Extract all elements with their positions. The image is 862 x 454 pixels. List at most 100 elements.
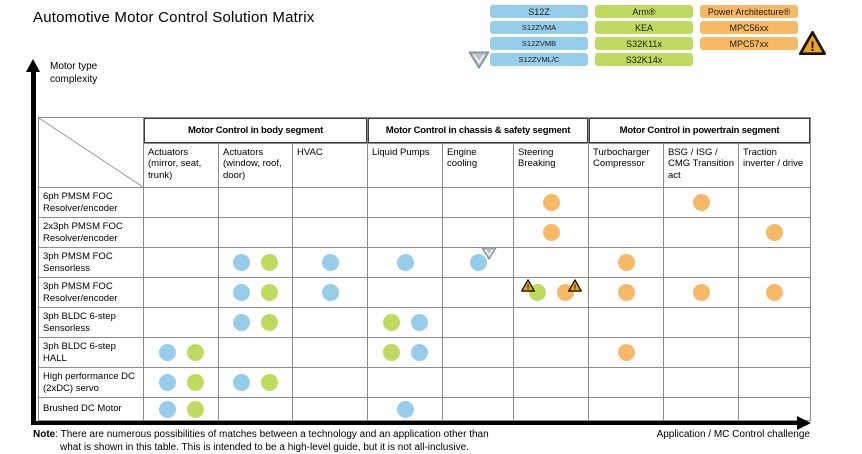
matrix-cell [219, 248, 293, 278]
matrix-cell [589, 308, 664, 338]
green-dot [261, 284, 278, 301]
svg-text:!: ! [526, 285, 528, 292]
matrix-cell [144, 338, 219, 368]
matrix-cell [514, 368, 589, 398]
blue-dot [321, 254, 339, 271]
matrix-cell [293, 188, 368, 218]
column-header: Actuators (mirror, seat, trunk) [144, 144, 219, 188]
blue-dot [158, 374, 176, 391]
column-header: Steering Breaking [514, 144, 589, 188]
dot-group [443, 247, 513, 277]
matrix-cell [144, 218, 219, 248]
page-title: Automotive Motor Control Solution Matrix [33, 9, 315, 26]
dot-group [144, 338, 218, 367]
green-dot [186, 344, 204, 361]
matrix-cell [368, 218, 443, 248]
matrix-cell [664, 188, 739, 218]
legend-item: S12Z [490, 5, 588, 18]
legend-item: MPC56xx [700, 21, 798, 34]
legend-item: MPC57xx [700, 37, 798, 50]
blue-dot [233, 374, 250, 391]
segment-header-0: Motor Control in body segment [144, 118, 368, 144]
legend-item: Arm® [595, 5, 693, 18]
y-axis-line [31, 72, 36, 424]
legend-item: S12ZVMB [490, 37, 588, 50]
matrix-cell [589, 338, 664, 368]
matrix-cell [514, 308, 589, 338]
column-header: Traction inverter / drive [739, 144, 811, 188]
dot-group [144, 368, 218, 397]
matrix-cell [589, 188, 664, 218]
matrix-cell [443, 368, 514, 398]
matrix-cell [589, 218, 664, 248]
matrix-cell [219, 398, 293, 421]
row-label: 3ph BLDC 6-step HALL [39, 338, 144, 368]
blue-dot [469, 247, 496, 271]
orange-dot [617, 254, 635, 271]
green-dot [382, 314, 400, 331]
orange-dot [692, 194, 710, 211]
blue-dot [396, 254, 414, 271]
dot-group [589, 338, 663, 367]
x-axis-arrowhead-icon [797, 416, 811, 430]
dot-group: !! [514, 278, 588, 307]
y-axis-label: Motor type complexity [50, 61, 98, 85]
matrix-cell [739, 308, 811, 338]
asil-shield-icon [481, 247, 497, 260]
matrix-cell [589, 368, 664, 398]
dot-group [664, 188, 738, 217]
warning-triangle-icon: ! [799, 30, 826, 56]
footnote-label: Note [33, 429, 56, 440]
dot-group [739, 218, 810, 247]
matrix-cell [739, 188, 811, 218]
matrix-cell [144, 278, 219, 308]
warning-triangle-icon: ! [567, 279, 582, 292]
orange-dot [617, 284, 635, 301]
matrix-cell [368, 368, 443, 398]
segment-header-2: Motor Control in powertrain segment [589, 118, 811, 144]
legend-item: S12ZVML/C [490, 53, 588, 66]
blue-dot [233, 284, 250, 301]
column-header: Engine cooling [443, 144, 514, 188]
green-dot [261, 374, 278, 391]
matrix-cell [664, 338, 739, 368]
row-label: Brushed DC Motor [39, 398, 144, 421]
matrix-cell [293, 398, 368, 421]
green-dot [186, 374, 204, 391]
svg-text:!: ! [810, 39, 815, 54]
dot-group [293, 278, 367, 307]
matrix-cell [293, 248, 368, 278]
dot-group [368, 398, 442, 420]
footnote-text: : There are numerous possibilities of ma… [55, 429, 489, 453]
matrix-corner-cell [39, 118, 144, 188]
matrix-cell [144, 188, 219, 218]
column-header: Turbocharger Compressor [589, 144, 664, 188]
row-label: 2x3ph PMSM FOC Resolver/encoder [39, 218, 144, 248]
dot-group [219, 308, 292, 337]
matrix-cell [443, 338, 514, 368]
matrix-cell [443, 308, 514, 338]
matrix-cell [293, 308, 368, 338]
matrix-cell [443, 218, 514, 248]
matrix-cell [514, 338, 589, 368]
matrix-cell [144, 398, 219, 421]
matrix-cell [293, 368, 368, 398]
x-axis-line [31, 421, 798, 425]
matrix-cell [739, 278, 811, 308]
matrix-cell [368, 308, 443, 338]
blue-dot [158, 400, 176, 418]
dot-group [219, 278, 292, 307]
matrix-cell [664, 278, 739, 308]
matrix-cell: !! [514, 278, 589, 308]
row-label: 3ph BLDC 6-step Sensorless [39, 308, 144, 338]
matrix-cell [144, 308, 219, 338]
segment-header-1: Motor Control in chassis & safety segmen… [368, 118, 589, 144]
matrix-cell [664, 248, 739, 278]
row-label: 6ph PMSM FOC Resolver/encoder [39, 188, 144, 218]
asil-shield-icon [468, 51, 490, 69]
dot-group [219, 248, 292, 277]
dot-group [293, 248, 367, 277]
